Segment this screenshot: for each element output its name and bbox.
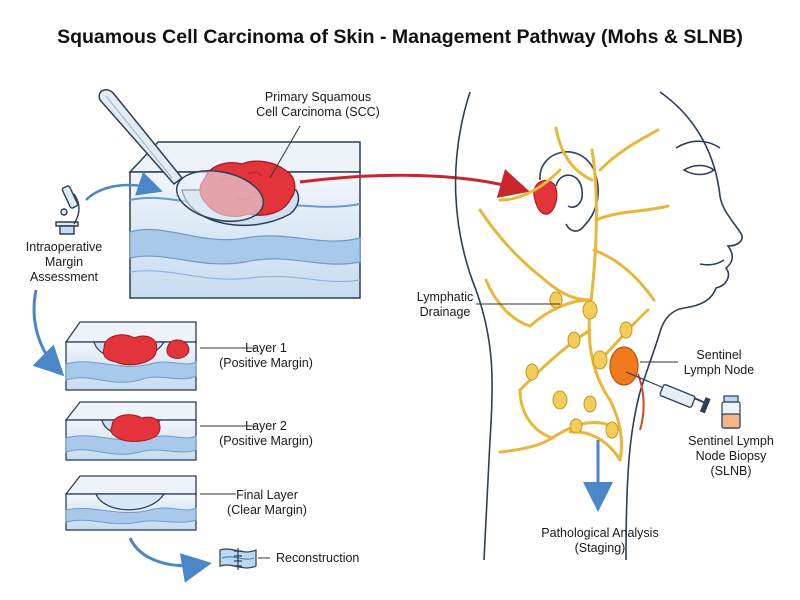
label-primary-scc: Primary Squamous Cell Carcinoma (SCC) bbox=[256, 90, 380, 119]
microscope-icon bbox=[55, 185, 80, 235]
mohs-layer-2 bbox=[64, 401, 197, 461]
mohs-layer-1 bbox=[64, 321, 197, 391]
page-title: Squamous Cell Carcinoma of Skin - Manage… bbox=[57, 26, 743, 48]
syringe-icon bbox=[625, 371, 711, 414]
label-reconstruction: Reconstruction bbox=[276, 551, 360, 565]
lymphatic-network bbox=[478, 126, 670, 462]
vial-icon bbox=[721, 395, 741, 429]
mohs-layer-final bbox=[64, 475, 197, 531]
label-slnb: Sentinel Lymph Node Biopsy (SLNB) bbox=[688, 434, 774, 478]
sentinel-node bbox=[609, 346, 639, 386]
tumor-ear bbox=[533, 180, 558, 215]
label-lymphatic-drainage: Lymphatic Drainage bbox=[416, 290, 474, 319]
label-final-layer: Final Layer (Clear Margin) bbox=[227, 488, 307, 517]
label-pathological-analysis: Pathological Analysis (Staging) bbox=[541, 526, 659, 555]
label-margin-assessment: Intraoperative Margin Assessment bbox=[25, 240, 103, 284]
lymph-nodes bbox=[525, 291, 633, 439]
label-layer-1: Layer 1 (Positive Margin) bbox=[219, 341, 313, 370]
head-profile bbox=[454, 91, 743, 561]
reconstruction-icon bbox=[219, 548, 257, 570]
scalpel-icon bbox=[98, 89, 265, 222]
label-sentinel-node: Sentinel Lymph Node bbox=[683, 348, 755, 377]
label-layer-2: Layer 2 (Positive Margin) bbox=[219, 419, 313, 448]
